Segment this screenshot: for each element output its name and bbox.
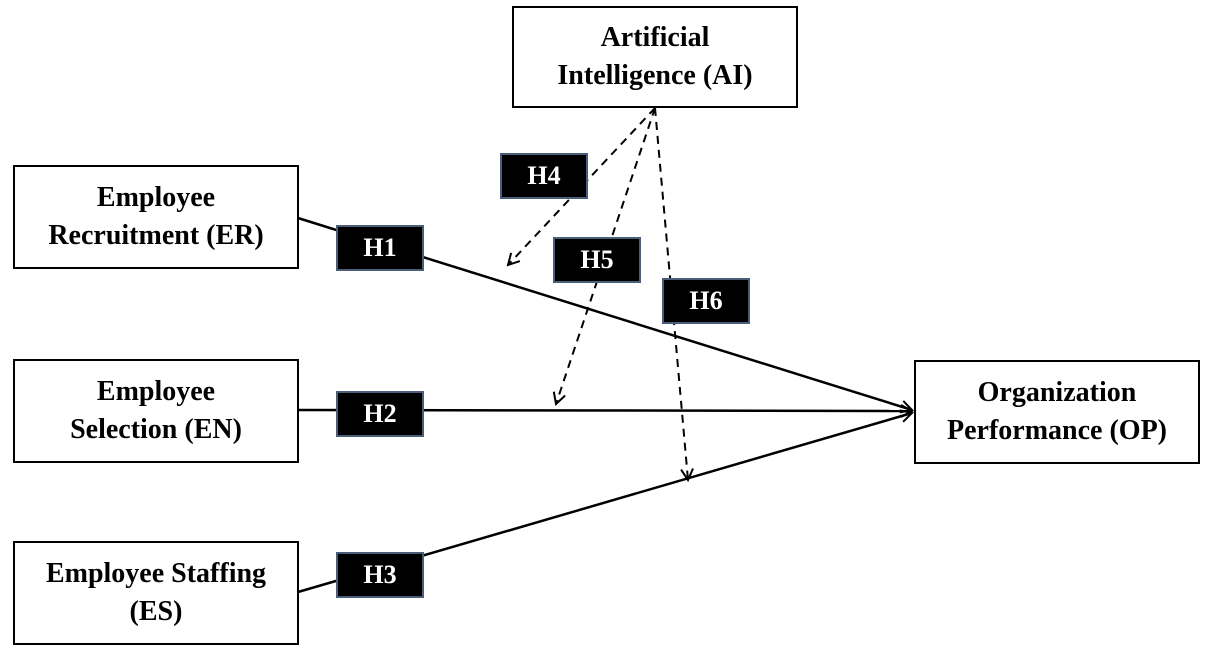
hypothesis-h3-label: H3 [336,552,424,598]
hypothesis-h2-label: H2 [336,391,424,437]
node-ai-line1: Artificial [600,22,710,53]
node-ai-line2: Intelligence (AI) [557,60,753,91]
node-employee-recruitment: Employee Recruitment (ER) [13,165,299,269]
hypothesis-h5-label: H5 [553,237,641,283]
node-er-line2: Recruitment (ER) [48,220,264,251]
node-er-line1: Employee [96,182,216,213]
node-op-line2: Performance (OP) [947,415,1167,446]
node-employee-selection: Employee Selection (EN) [13,359,299,463]
moderation-ai-h4 [508,107,656,265]
node-employee-staffing: Employee Staffing (ES) [13,541,299,645]
hypothesis-h1-label: H1 [336,225,424,271]
hypothesis-h6-label: H6 [662,278,750,324]
node-artificial-intelligence: Artificial Intelligence (AI) [512,6,798,108]
node-organization-performance: Organization Performance (OP) [914,360,1200,464]
node-en-line1: Employee [96,376,216,407]
node-es-line1: Employee Staffing [45,558,267,589]
node-es-line2: (ES) [129,596,183,627]
node-op-line1: Organization [977,377,1137,408]
hypothesis-h4-label: H4 [500,153,588,199]
node-en-line2: Selection (EN) [70,414,242,445]
